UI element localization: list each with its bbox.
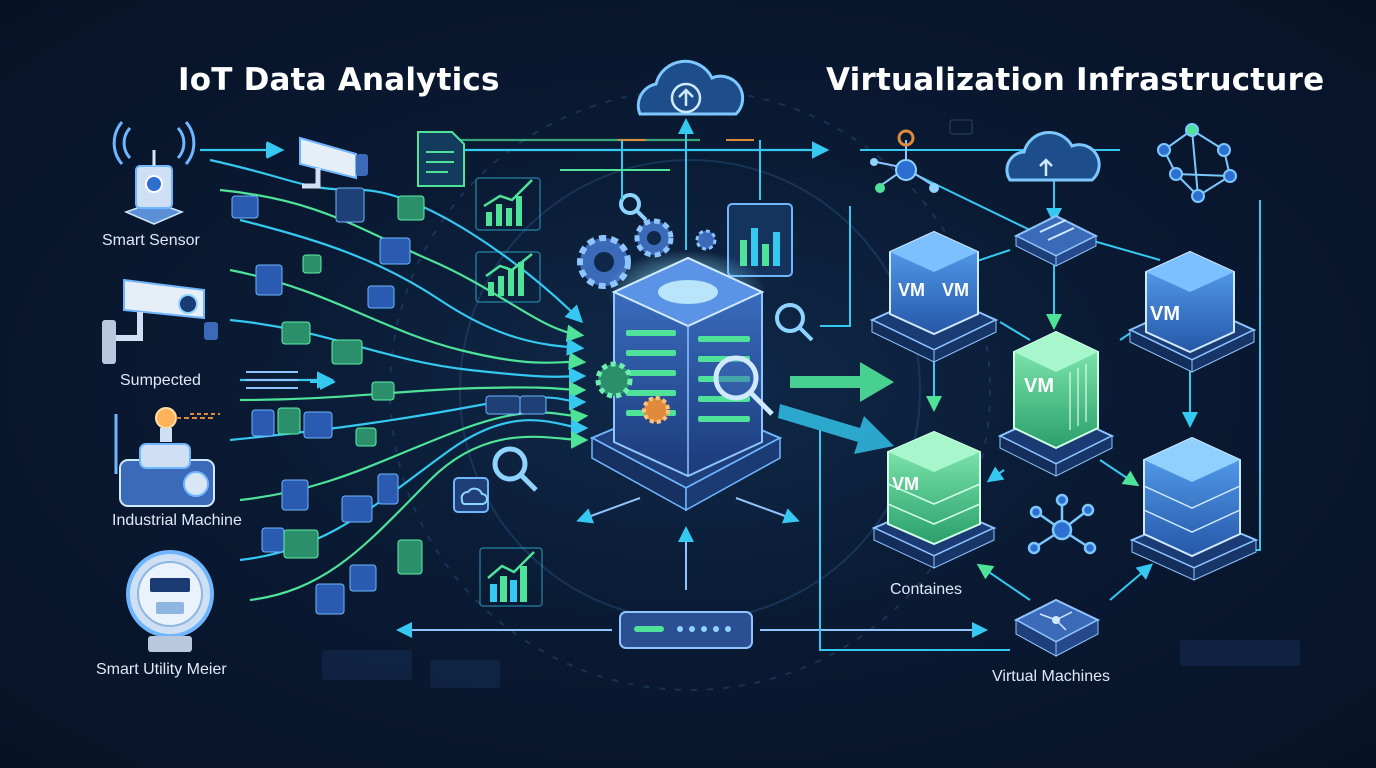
right-title: Virtualization Infrastructure [826,62,1325,98]
utility-meter-icon [126,550,214,652]
industrial-machine-icon [114,407,216,507]
bar-chart-icon [475,177,541,231]
vm-block [869,230,999,363]
device-label-sumpected: Sumpected [120,372,201,389]
device-label-industrial-machine: Industrial Machine [112,512,242,529]
cloud-links [560,118,761,250]
dashboard-chart-icon [727,203,793,277]
network-switch [1013,214,1099,267]
magnifier-icon [713,355,774,416]
vm-block [1127,250,1257,373]
cloud-upload-icon [636,59,745,116]
decorative-panels [322,119,1300,688]
vm-badge: VM [1024,375,1054,397]
security-camera-icon [299,136,368,189]
security-camera-icon [102,278,218,364]
device-label-smart-sensor: Smart Sensor [102,232,200,249]
cloud-chip-icon [453,477,489,513]
network-router [619,611,753,649]
network-mesh-icon [1157,123,1237,203]
network-node-icon [870,129,939,193]
gear-icon [634,218,674,258]
vm-block [997,330,1115,477]
flow-arrow [778,404,894,454]
left-title: IoT Data Analytics [178,62,500,98]
vm-badge: VM [942,280,969,300]
magnifier-icon [775,303,814,342]
central-server [589,250,783,512]
document-icon [417,131,465,187]
device-label-smart-utility-meter: Smart Utility Meier [96,661,227,678]
hub-node-icon [1027,493,1097,555]
container-stack [871,430,997,569]
gear-icon [695,229,717,251]
cloud-icon [1005,130,1101,182]
gear-icon [595,361,670,424]
vm-badge: VM [1150,303,1180,325]
wifi-sensor-icon [112,121,196,225]
bar-chart-icon [475,251,541,303]
flow-arrow [790,362,894,402]
server-links [396,497,988,638]
magnifier-icon [492,446,538,492]
vm-badge: VM [898,280,925,300]
data-tiles [231,187,547,615]
device-links [190,142,336,415]
containers-label: Containes [890,581,963,598]
magnifier-icon [619,193,648,222]
virtual-machines-label: Virtual Machines [992,668,1110,685]
hypervisor-switch [1013,598,1101,657]
vm-badge: VM [892,474,919,494]
container-stack [1129,436,1259,581]
bar-chart-icon [479,547,543,607]
